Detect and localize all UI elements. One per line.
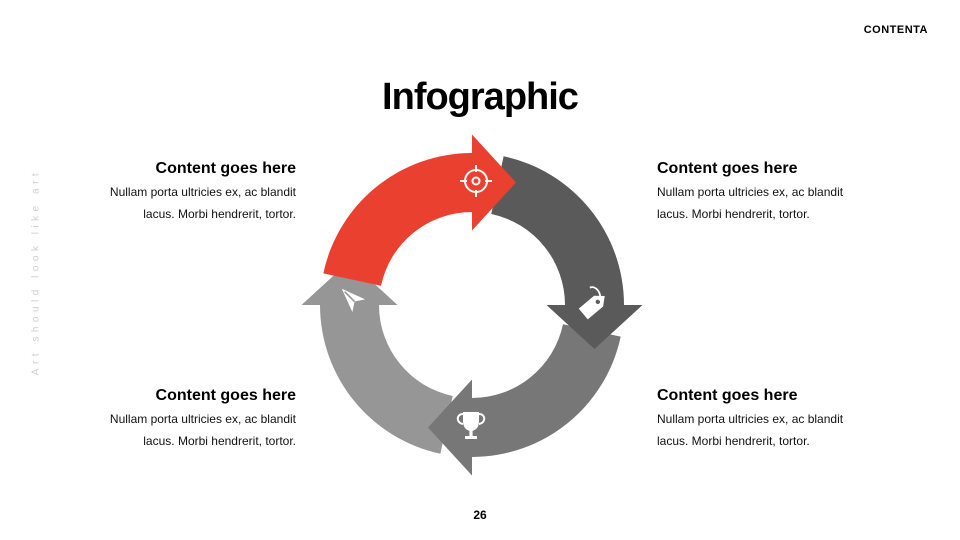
content-heading: Content goes here xyxy=(155,160,296,177)
content-block-bottom-left: Content goes here Nullam porta ultricies… xyxy=(36,386,296,452)
page-number: 26 xyxy=(473,508,487,522)
content-text-line: lacus. Morbi hendrerit, tortor. xyxy=(657,434,810,448)
cycle-arrow-send xyxy=(301,261,453,454)
content-block-bottom-right: Content goes here Nullam porta ultricies… xyxy=(657,386,917,452)
paper-plane-icon xyxy=(341,288,366,313)
slide-title: Infographic xyxy=(382,76,579,118)
cycle-arrow-target xyxy=(323,134,516,286)
content-heading: Content goes here xyxy=(657,387,798,404)
cycle-arrow-tag xyxy=(491,156,643,349)
trophy-icon xyxy=(456,412,486,439)
content-text-line: Nullam porta ultricies ex, ac blandit xyxy=(657,412,844,426)
content-heading: Content goes here xyxy=(155,387,296,404)
content-heading: Content goes here xyxy=(657,160,798,177)
content-text-line: Nullam porta ultricies ex, ac blandit xyxy=(109,412,296,426)
tag-icon xyxy=(578,286,605,320)
content-block-top-right: Content goes here Nullam porta ultricies… xyxy=(657,159,917,225)
brand-logo-text: CONTENTA xyxy=(863,24,928,36)
cycle-arrow-trophy xyxy=(428,324,621,476)
content-text-line: lacus. Morbi hendrerit, tortor. xyxy=(143,434,296,448)
target-icon xyxy=(460,165,492,197)
content-text-line: Nullam porta ultricies ex, ac blandit xyxy=(109,185,296,199)
content-text-line: lacus. Morbi hendrerit, tortor. xyxy=(143,207,296,221)
content-block-top-left: Content goes here Nullam porta ultricies… xyxy=(36,159,296,225)
content-text-line: lacus. Morbi hendrerit, tortor. xyxy=(657,207,810,221)
content-text-line: Nullam porta ultricies ex, ac blandit xyxy=(657,185,844,199)
